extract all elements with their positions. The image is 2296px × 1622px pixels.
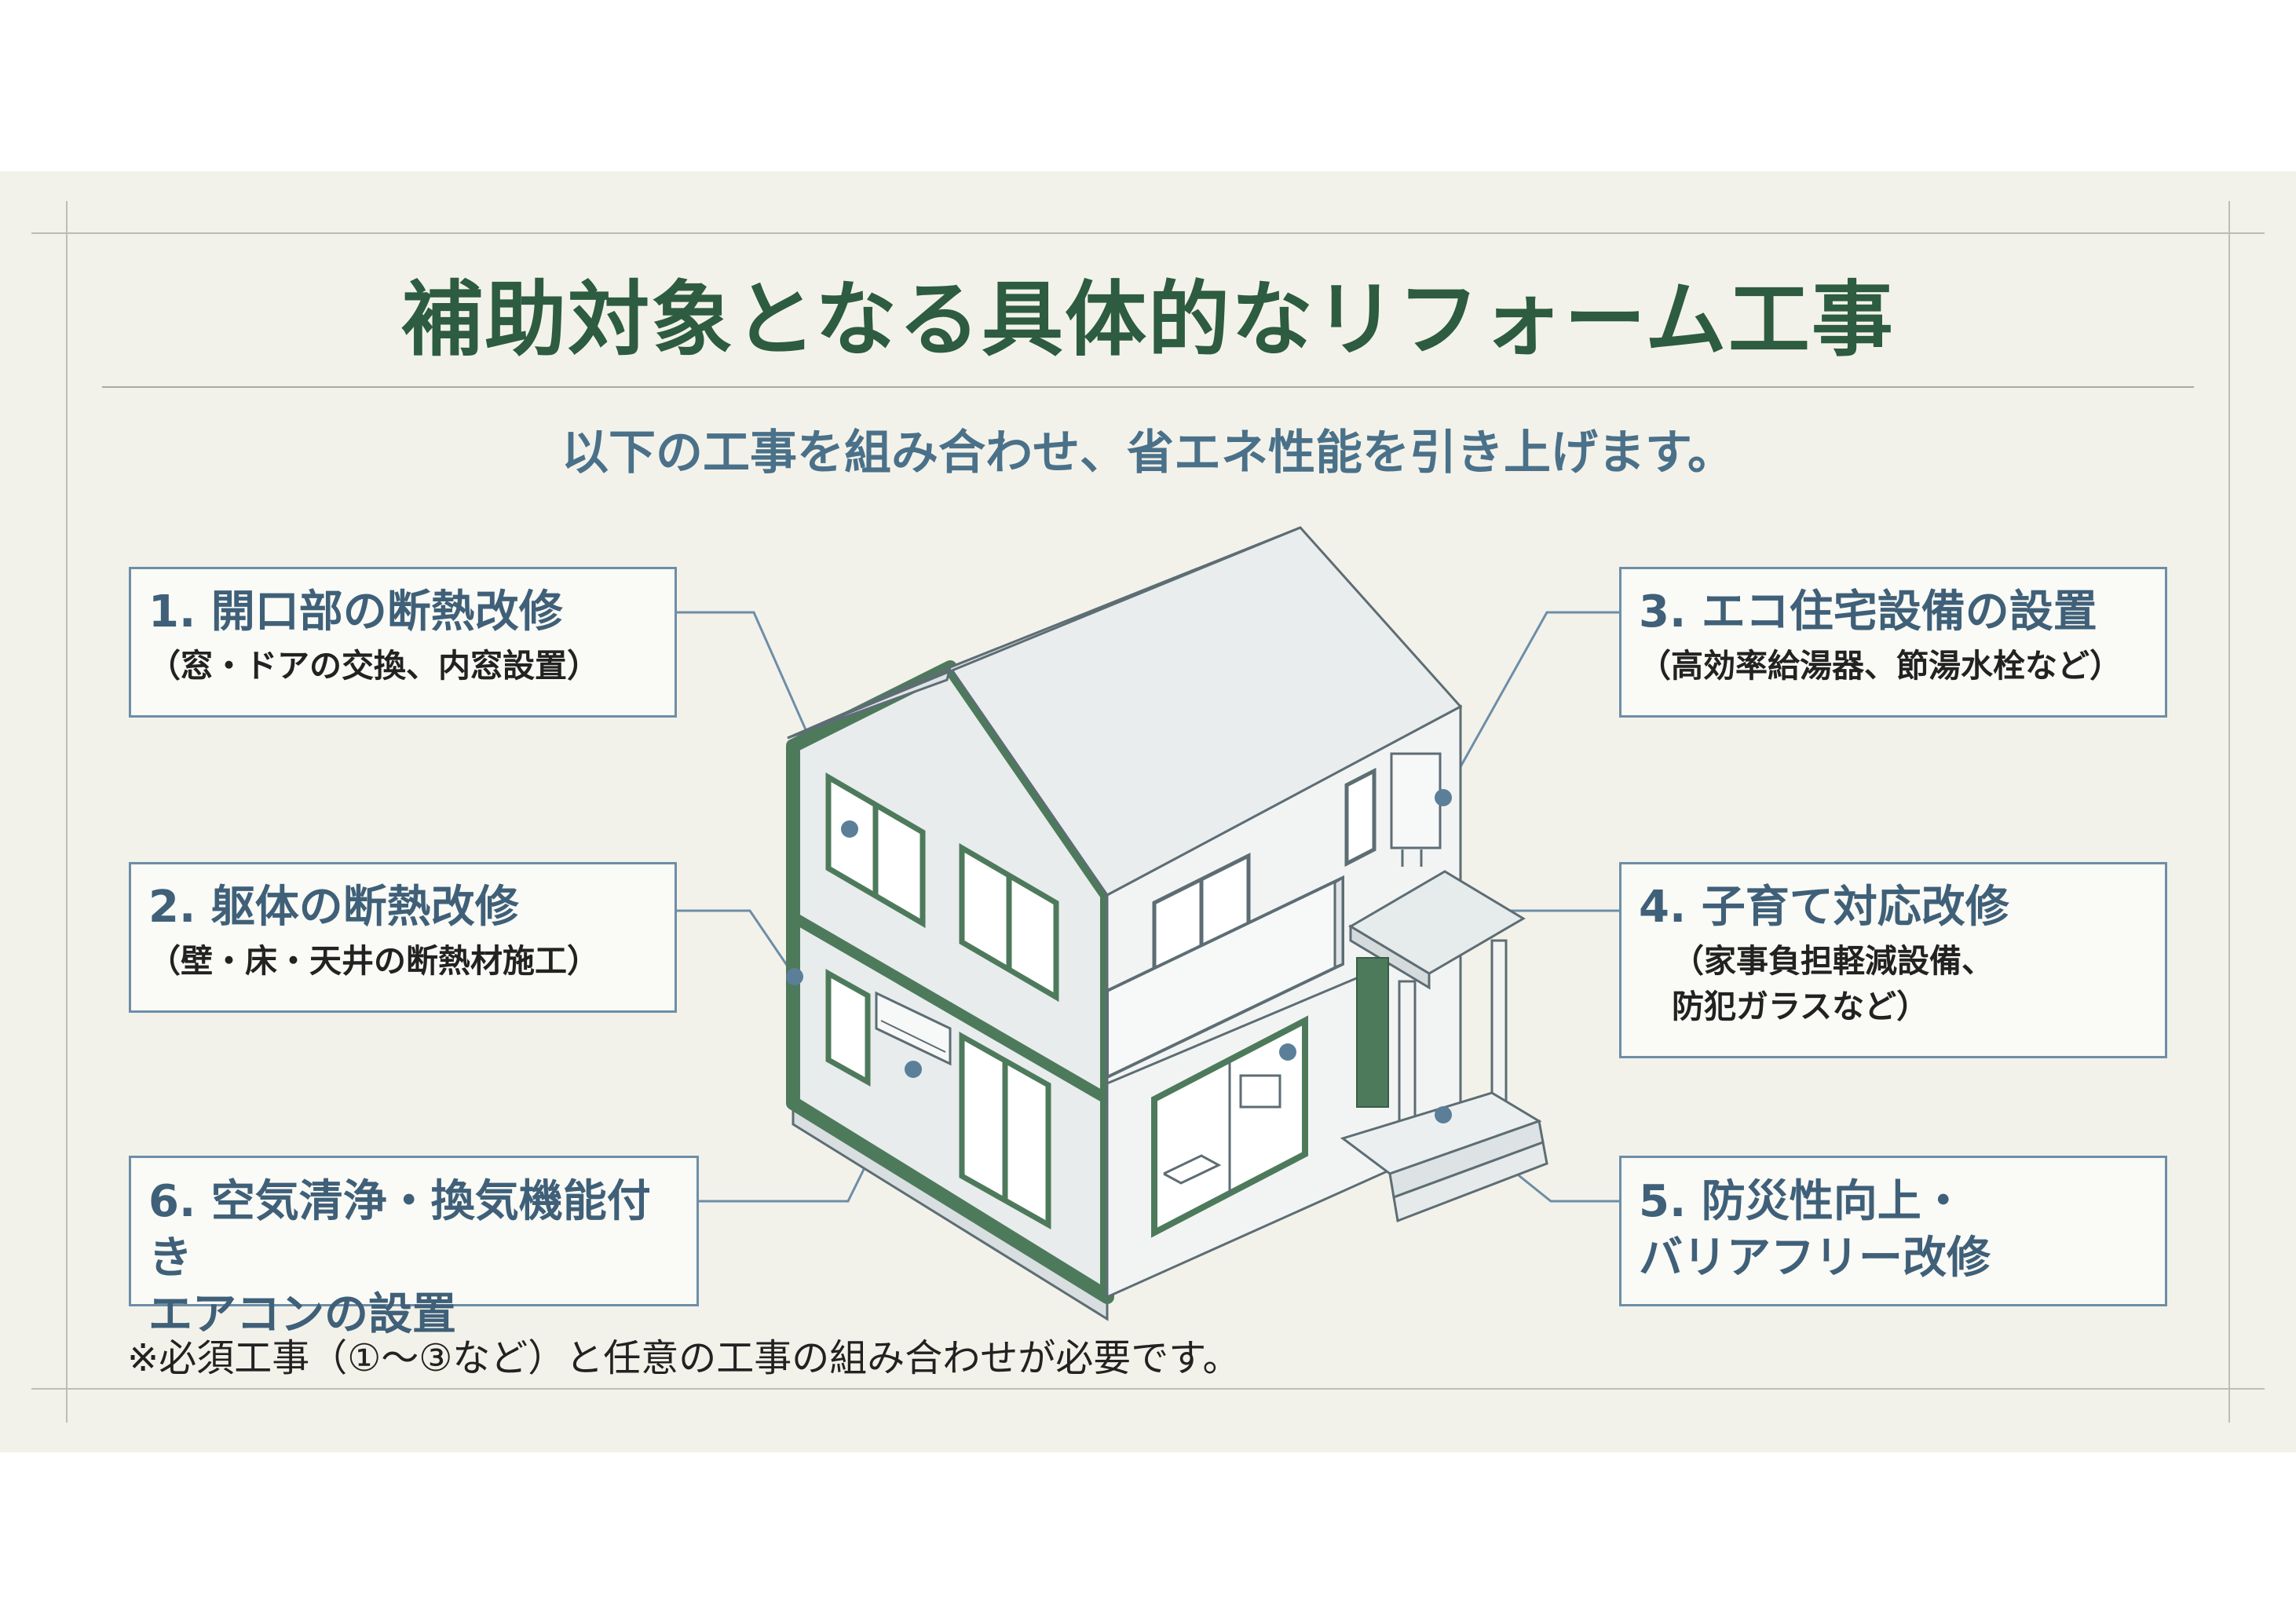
frame-line-bottom xyxy=(31,1388,2265,1390)
air-conditioner-unit xyxy=(875,991,952,1066)
item-aircon-installation: 6. 空気清浄・換気機能付き エアコンの設置 xyxy=(129,1156,699,1340)
item-eco-equipment: 3. エコ住宅設備の設置 （高効率給湯器、節湯水栓など） xyxy=(1619,567,2167,718)
title-divider xyxy=(102,386,2194,388)
item-title: 5. 防災性向上・ バリアフリー改修 xyxy=(1639,1176,1991,1284)
page-title: 補助対象となる具体的なリフォーム工事 xyxy=(401,272,1895,367)
item-disaster-barrierfree: 5. 防災性向上・ バリアフリー改修 xyxy=(1619,1156,2167,1306)
item-childcare-renovation: 4. 子育て対応改修 （家事負担軽減設備、 防犯ガラスなど） xyxy=(1619,862,2167,1058)
frame-line-right xyxy=(2228,201,2230,1423)
item-detail: （家事負担軽減設備、 防犯ガラスなど） xyxy=(1672,942,1994,1025)
item-window-insulation: 1. 開口部の断熱改修 （窓・ドアの交換、内窓設置） xyxy=(129,567,677,718)
entrance-porch xyxy=(1340,870,1548,1223)
footnote: ※必須工事（①〜③など）と任意の工事の組み合わせが必要です。 xyxy=(127,1336,1241,1380)
item-detail: （壁・床・天井の断熱材施工） xyxy=(148,942,599,980)
connector-dots xyxy=(786,789,1452,1123)
page-subtitle: 以下の工事を組み合わせ、省エネ性能を引き上げます。 xyxy=(561,426,1735,480)
item-detail: （高効率給湯器、節湯水栓など） xyxy=(1639,647,2122,685)
item-title: 1. 開口部の断熱改修 xyxy=(148,586,563,637)
item-title: 6. 空気清浄・換気機能付き エアコンの設置 xyxy=(148,1176,651,1340)
frame-line-top xyxy=(31,232,2265,234)
item-title: 4. 子育て対応改修 xyxy=(1639,882,2009,933)
item-title: 2. 躯体の断熱改修 xyxy=(148,882,519,933)
item-structure-insulation: 2. 躯体の断熱改修 （壁・床・天井の断熱材施工） xyxy=(129,862,677,1013)
left-wall-windows xyxy=(825,772,1059,1229)
item-detail: （窓・ドアの交換、内窓設置） xyxy=(148,647,599,685)
ground-floor-window xyxy=(1151,1015,1308,1238)
frame-line-left xyxy=(66,201,68,1423)
item-title: 3. エコ住宅設備の設置 xyxy=(1639,586,2097,637)
